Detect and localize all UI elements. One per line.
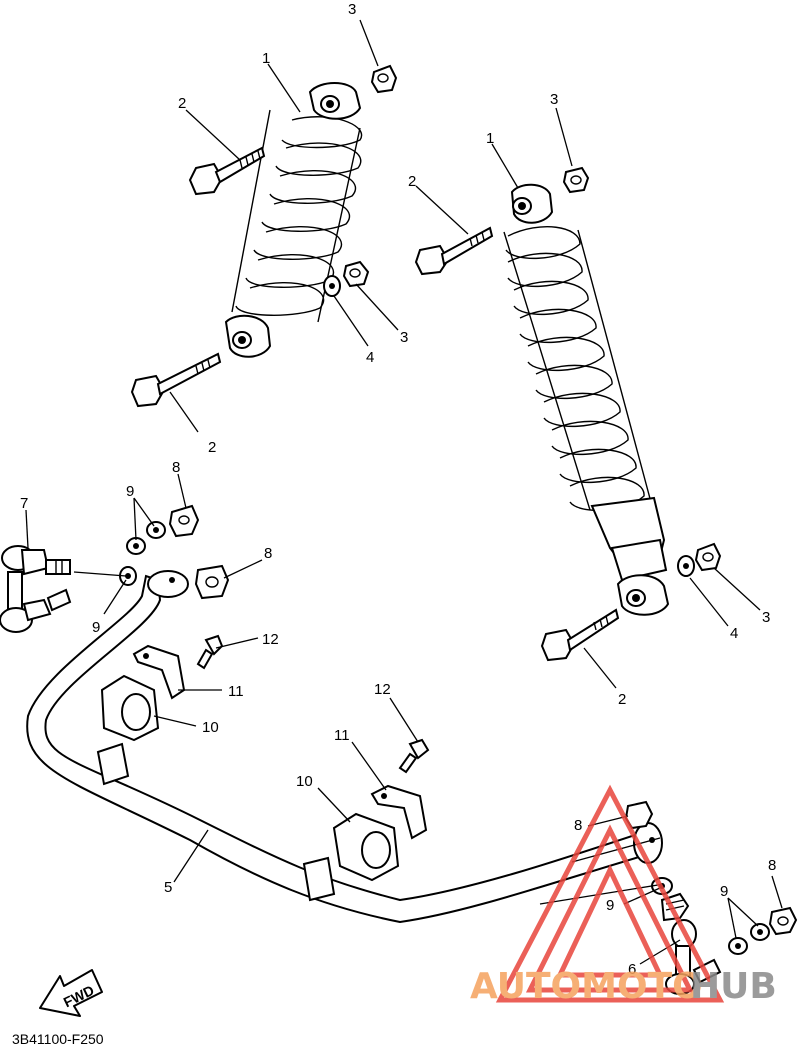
callout-numbers: 1 1 2 2 2 2 3 3 3 3 4 4 5 6 7 8 8 8 8 9 … [20,1,776,978]
bolt-12-left [196,634,224,670]
washer-right [677,555,695,577]
nut-lower-right [694,542,722,572]
leader-lines [25,19,783,965]
bolt-upper-left [188,146,266,196]
nut-8-lower-left [194,564,230,600]
washer-left [323,275,341,297]
bracket-right [370,784,428,840]
washer-9-lower-left [119,566,137,586]
nut-upper-right [562,166,590,194]
drawing-code: 3B41100-F250 [12,1031,104,1047]
callout-1-right: 1 [486,130,494,147]
shock-absorber-left [224,82,363,358]
bolt-upper-right [414,226,494,276]
callout-8-upper-left: 8 [172,459,180,476]
bolt-lower-left [130,352,222,408]
automotohub-watermark: AUTOMOTO HUB [470,784,777,1007]
callout-2-upper-left: 2 [178,95,186,112]
callout-5: 5 [164,879,172,896]
callout-8-mid-left: 8 [264,545,272,562]
nut-upper-left [370,64,398,94]
washer-9-upper-left [126,521,166,555]
watermark-text-automoto: AUTOMOTO [470,966,703,1007]
callout-10-left: 10 [202,719,219,736]
watermark-logo-triangle [495,784,725,1003]
end-link-left [0,545,72,633]
callout-8-right-b: 8 [768,857,776,874]
shock-absorber-right [503,183,670,616]
callout-11-right: 11 [334,727,350,744]
bolt-lower-right [540,608,620,662]
bracket-left [132,644,186,700]
callout-2-lower-left: 2 [208,439,216,456]
nut-lower-left [342,260,370,288]
callout-9-lower-left: 9 [92,619,100,636]
callout-3-top-left: 3 [348,1,356,18]
bolt-12-right [398,738,430,774]
callout-7: 7 [20,495,28,512]
callout-12-left: 12 [262,631,279,648]
callout-8-right-a: 8 [574,817,582,834]
callout-12-right: 12 [374,681,391,698]
callout-4-right: 4 [730,625,738,642]
callout-3-lower-right: 3 [762,609,770,626]
callout-9-upper-left: 9 [126,483,134,500]
callout-3-mid-left: 3 [400,329,408,346]
callout-4-left: 4 [366,349,374,366]
washer-9-right-2 [728,923,770,955]
callout-1-left: 1 [262,50,270,67]
callout-9-right-b: 9 [720,883,728,900]
nut-8-upper-left [168,504,200,538]
nut-8-right [768,906,798,936]
callout-9-right-a: 9 [606,897,614,914]
callout-11-left: 11 [228,683,244,700]
forward-direction-arrow: FWD [39,969,103,1017]
bushing-right [332,812,400,882]
bushing-left [100,674,160,742]
callout-2-upper-right: 2 [408,173,416,190]
callout-3-top-right: 3 [550,91,558,108]
callout-2-lower-right: 2 [618,691,626,708]
callout-10-right: 10 [296,773,313,790]
callout-6: 6 [628,961,636,978]
watermark-text-hub: HUB [690,966,777,1007]
